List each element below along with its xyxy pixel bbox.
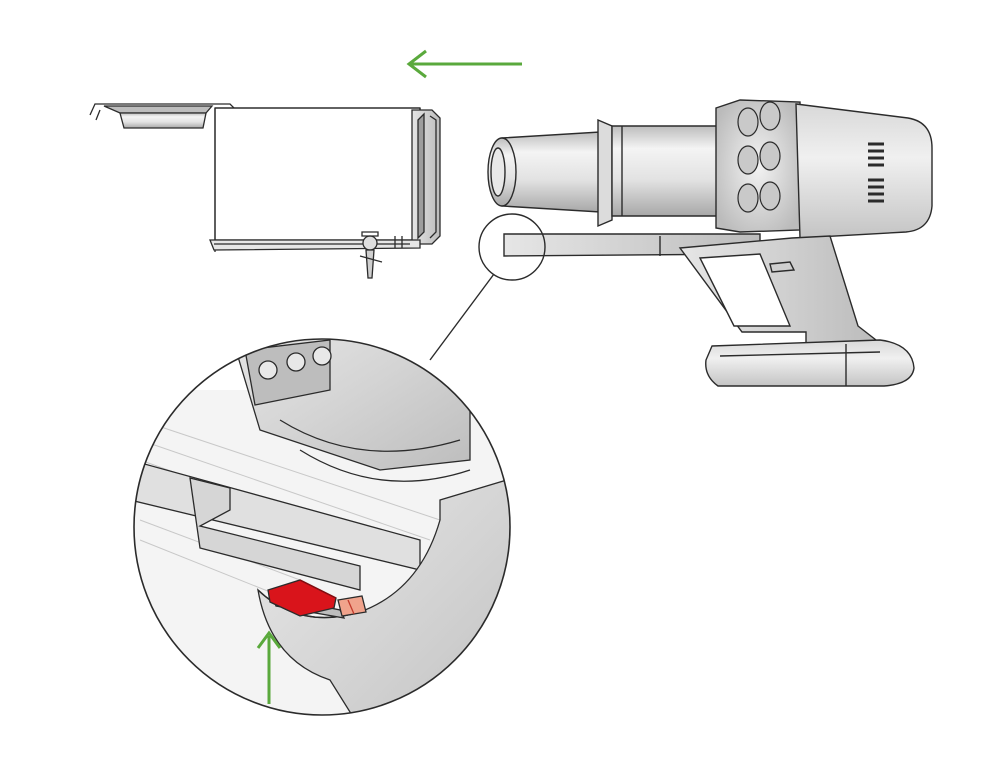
clear-bin bbox=[89, 103, 441, 279]
arrow-up-icon bbox=[256, 630, 282, 704]
vacuum-body bbox=[487, 99, 933, 387]
detail-callout-marker bbox=[429, 213, 546, 361]
zoomed-detail-view bbox=[133, 338, 511, 716]
arrow-left-icon bbox=[406, 49, 522, 79]
